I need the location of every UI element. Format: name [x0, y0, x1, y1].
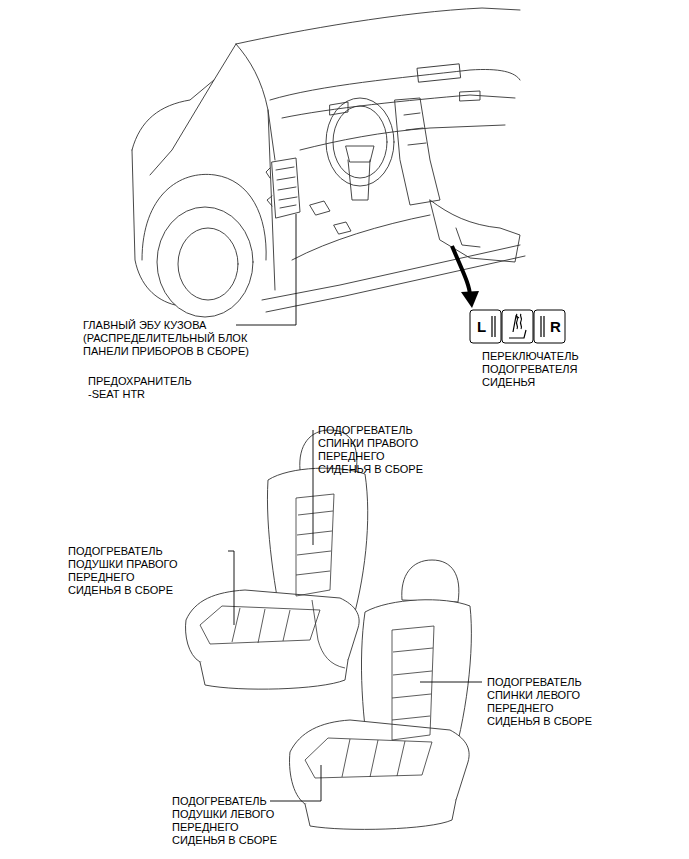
pedal	[310, 201, 351, 234]
car-outline	[132, 80, 214, 150]
center-stack	[404, 113, 426, 145]
heater-pad	[296, 494, 334, 596]
switch-letter: L	[477, 318, 486, 336]
floor	[292, 215, 430, 260]
switch-icon	[534, 310, 565, 343]
heater-symbol	[509, 314, 526, 338]
heater-pad	[342, 739, 405, 777]
door-opening	[268, 110, 275, 290]
leader-line	[236, 214, 296, 325]
pointer-arrow-head	[461, 291, 479, 308]
pointer-arrow	[452, 246, 470, 296]
leader-line	[313, 430, 314, 545]
car-outline	[132, 150, 175, 305]
dashboard	[300, 125, 505, 150]
car-outline	[266, 256, 525, 312]
ecu-block	[272, 158, 300, 218]
leader-line	[228, 551, 234, 625]
seat-outline	[402, 560, 459, 602]
wheel	[157, 207, 253, 317]
leader-line	[270, 765, 321, 801]
seat-outline	[290, 720, 470, 810]
switch-icon	[470, 310, 501, 343]
part-name: ПОДОГРЕВАТЕЛЬ ПОДУШКИ ЛЕВОГО ПЕРЕДНЕГО С…	[172, 795, 280, 847]
switch-icon	[502, 310, 533, 343]
fuse-name: ПРЕДОХРАНИТЕЛЬ -SEAT HTR	[88, 375, 193, 401]
part-name: ПОДОГРЕВАТЕЛЬ СПИНКИ ПРАВОГО ПЕРЕДНЕГО С…	[318, 424, 426, 476]
heater-pad	[392, 648, 433, 720]
vent	[330, 91, 480, 115]
part-name: ПОДОГРЕВАТЕЛЬ ПОДУШКИ ПРАВОГО ПЕРЕДНЕГО …	[68, 545, 180, 597]
display	[417, 64, 460, 82]
heater-pad	[200, 606, 320, 644]
wheel	[178, 228, 238, 300]
ecu-block	[276, 167, 297, 208]
car-outline	[262, 245, 520, 300]
console	[456, 228, 480, 247]
steering-wheel	[346, 146, 374, 200]
heater-pad	[305, 738, 432, 778]
heater-pad	[296, 511, 333, 575]
part-name: ПОДОГРЕВАТЕЛЬ СПИНКИ ЛЕВОГО ПЕРЕДНЕГО СИ…	[487, 676, 595, 728]
heater-pad	[232, 608, 290, 643]
wheel-arch	[142, 174, 266, 260]
center-stack	[395, 98, 440, 205]
console	[430, 200, 520, 262]
leader-line	[420, 682, 482, 683]
seat-outline	[200, 660, 348, 689]
seat-outline	[186, 590, 360, 669]
steering-wheel	[326, 98, 394, 186]
part-name: ГЛАВНЫЙ ЭБУ КУЗОВА (РАСПРЕДЕЛИТЕЛЬНЫЙ БЛ…	[83, 319, 252, 358]
heater-pad	[392, 626, 434, 740]
switch-letter: R	[550, 318, 561, 336]
part-name: ПЕРЕКЛЮЧАТЕЛЬ ПОДОГРЕВАТЕЛЯ СИДЕНЬЯ	[482, 350, 580, 389]
steering-wheel	[333, 106, 387, 178]
car-outline	[236, 8, 520, 44]
seat-outline	[305, 800, 456, 829]
car-outline	[150, 44, 236, 175]
heater-wire	[312, 600, 345, 668]
ecu-block	[266, 168, 272, 206]
